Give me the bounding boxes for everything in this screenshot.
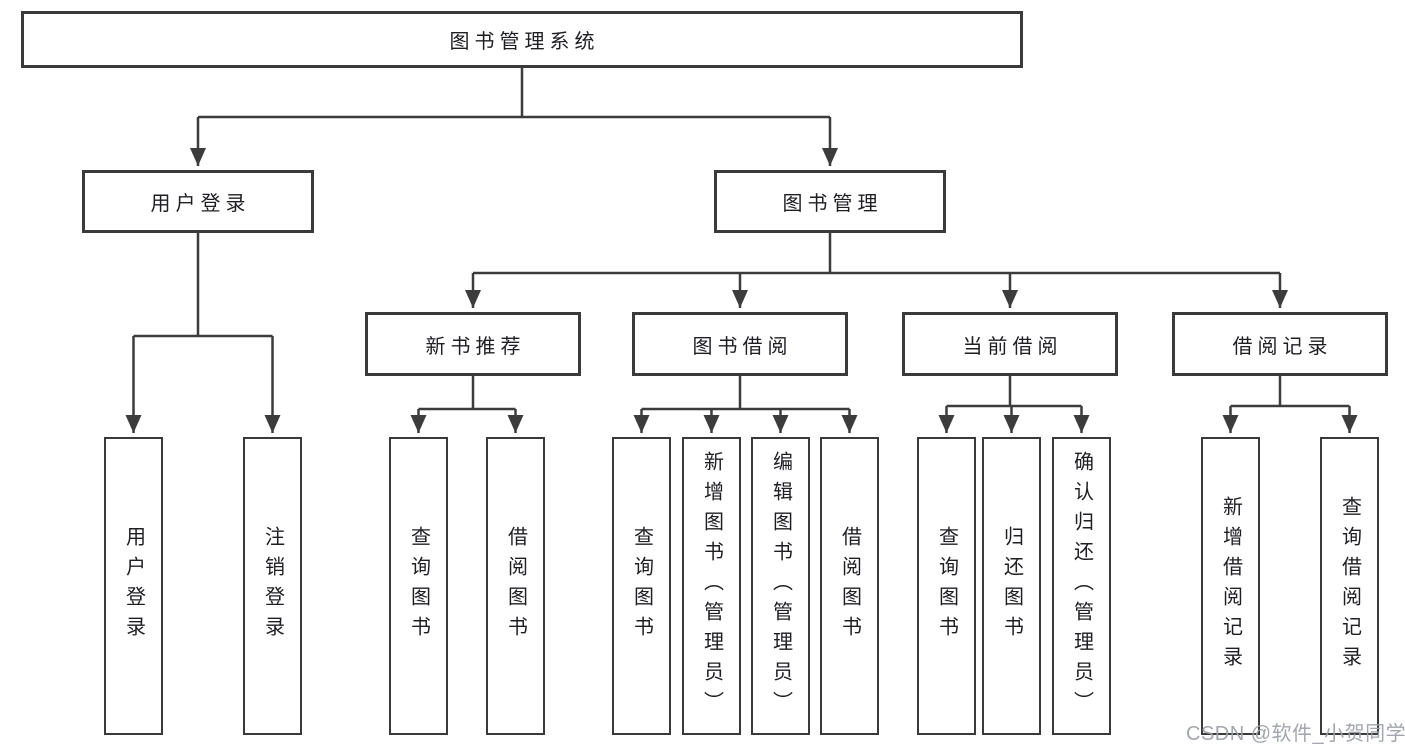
flow-leaf-query-books-recommend-label: 查询图书 (407, 526, 430, 646)
flow-leaf-add-borrow-record: 新增借阅记录 (1201, 437, 1260, 735)
flow-leaf-return-books-label: 归还图书 (1000, 526, 1023, 646)
flow-leaf-confirm-return-admin: 确认归还（管理员） (1052, 437, 1111, 735)
flow-leaf-query-books-current: 查询图书 (917, 437, 976, 735)
flow-leaf-borrow-books: 借阅图书 (820, 437, 879, 735)
flow-leaf-add-books-admin-label: 新增图书（管理员） (700, 451, 723, 721)
flow-node-book-management: 图书管理 (714, 170, 946, 233)
flow-leaf-logout-label: 注销登录 (261, 526, 284, 646)
flow-leaf-borrow-books-label: 借阅图书 (838, 526, 861, 646)
flow-node-user-login-label: 用户登录 (150, 193, 251, 215)
flow-leaf-add-borrow-record-label: 新增借阅记录 (1219, 496, 1242, 676)
flow-leaf-query-books-borrow: 查询图书 (612, 437, 671, 735)
flow-leaf-add-books-admin: 新增图书（管理员） (682, 437, 741, 735)
flow-leaf-return-books: 归还图书 (982, 437, 1041, 735)
flow-leaf-query-books-current-label: 查询图书 (935, 526, 958, 646)
flow-leaf-edit-books-admin: 编辑图书（管理员） (751, 437, 810, 735)
flow-node-borrowing-records: 借阅记录 (1172, 312, 1388, 376)
flow-leaf-logout: 注销登录 (243, 437, 302, 735)
flow-node-current-borrowing-label: 当前借阅 (962, 335, 1063, 358)
flow-node-book-borrowing-label: 图书借阅 (692, 335, 793, 358)
flow-leaf-confirm-return-admin-label: 确认归还（管理员） (1070, 451, 1093, 721)
flow-leaf-borrow-books-recommend: 借阅图书 (486, 437, 545, 735)
flow-leaf-query-books-recommend: 查询图书 (389, 437, 448, 735)
flow-node-root: 图书管理系统 (21, 11, 1023, 68)
flow-leaf-edit-books-admin-label: 编辑图书（管理员） (769, 451, 792, 721)
flow-node-current-borrowing: 当前借阅 (902, 312, 1118, 376)
flow-node-user-login: 用户登录 (82, 170, 314, 233)
flow-node-new-book-recommendation-label: 新书推荐 (425, 335, 526, 358)
flow-leaf-query-borrow-record: 查询借阅记录 (1320, 437, 1379, 735)
flow-leaf-user-login-label: 用户登录 (122, 526, 145, 646)
flow-node-borrowing-records-label: 借阅记录 (1232, 335, 1333, 358)
flow-node-book-management-label: 图书管理 (782, 193, 883, 215)
flow-leaf-borrow-books-recommend-label: 借阅图书 (504, 526, 527, 646)
flow-leaf-query-borrow-record-label: 查询借阅记录 (1338, 496, 1361, 676)
flow-node-root-label: 图书管理系统 (449, 31, 600, 53)
flow-leaf-query-books-borrow-label: 查询图书 (630, 526, 653, 646)
flow-node-new-book-recommendation: 新书推荐 (365, 312, 581, 376)
flow-leaf-user-login: 用户登录 (104, 437, 163, 735)
flow-node-book-borrowing: 图书借阅 (632, 312, 848, 376)
csdn-watermark: CSDN @软件_小贺同学 (1186, 723, 1405, 745)
